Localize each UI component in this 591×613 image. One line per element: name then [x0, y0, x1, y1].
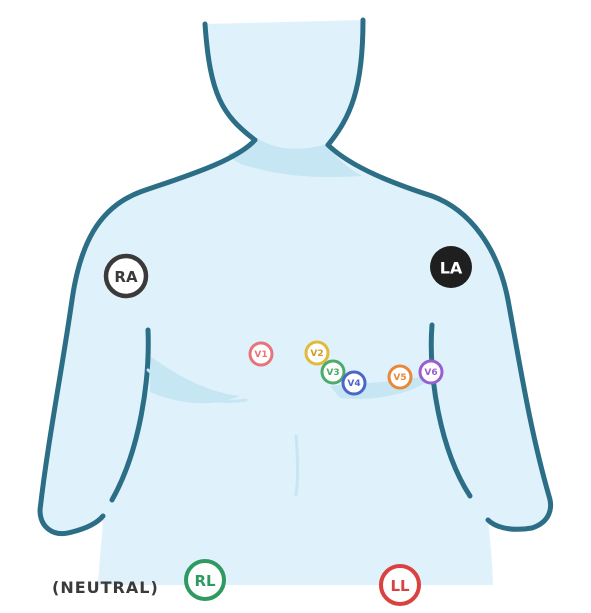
inner-arm-left: [109, 327, 151, 503]
electrode-rl-label: RL: [194, 572, 216, 590]
electrode-rl-ring: [184, 559, 226, 601]
electrode-v4-ring: [341, 370, 367, 396]
electrode-v2-label: V2: [310, 349, 323, 359]
electrode-v5-ring: [387, 364, 413, 390]
electrode-v1: V1: [248, 341, 274, 367]
electrode-ll-ring: [379, 564, 421, 606]
electrode-v5: V5: [387, 364, 413, 390]
electrode-v1-label: V1: [254, 350, 267, 360]
electrode-v6-label: V6: [424, 368, 437, 378]
electrode-v5-label: V5: [393, 373, 406, 383]
electrode-ll: LL: [379, 564, 421, 606]
sternum-line: [294, 434, 299, 497]
right-outline: [325, 17, 554, 532]
electrode-v4-label: V4: [347, 379, 360, 389]
electrode-v6-ring: [418, 359, 444, 385]
electrode-v3: V3: [320, 359, 346, 385]
electrode-ra-ring: [103, 253, 149, 299]
electrode-ll-label: LL: [390, 577, 410, 595]
electrode-v1-ring: [248, 341, 274, 367]
electrode-la-label: LA: [440, 259, 463, 278]
electrode-v3-ring: [320, 359, 346, 385]
electrode-v6: V6: [418, 359, 444, 385]
electrode-v2: V2: [304, 340, 330, 366]
chest-shadow: [150, 356, 240, 404]
rl-neutral-note: (NEUTRAL): [52, 578, 159, 597]
electrode-v2-ring: [304, 340, 330, 366]
left-outline: [37, 21, 258, 536]
electrode-v4: V4: [341, 370, 367, 396]
electrode-ra-label: RA: [114, 268, 138, 286]
torso-illustration: [37, 17, 554, 585]
electrode-v3-label: V3: [326, 368, 339, 378]
electrode-ra: RA: [103, 253, 149, 299]
electrode-la-dot: [430, 246, 472, 288]
torso-fill: [40, 20, 551, 585]
pec-line-left: [146, 368, 248, 403]
electrode-la: LA: [430, 246, 472, 288]
electrode-rl: (NEUTRAL) RL: [52, 559, 226, 601]
inner-arm-right: [428, 322, 473, 499]
